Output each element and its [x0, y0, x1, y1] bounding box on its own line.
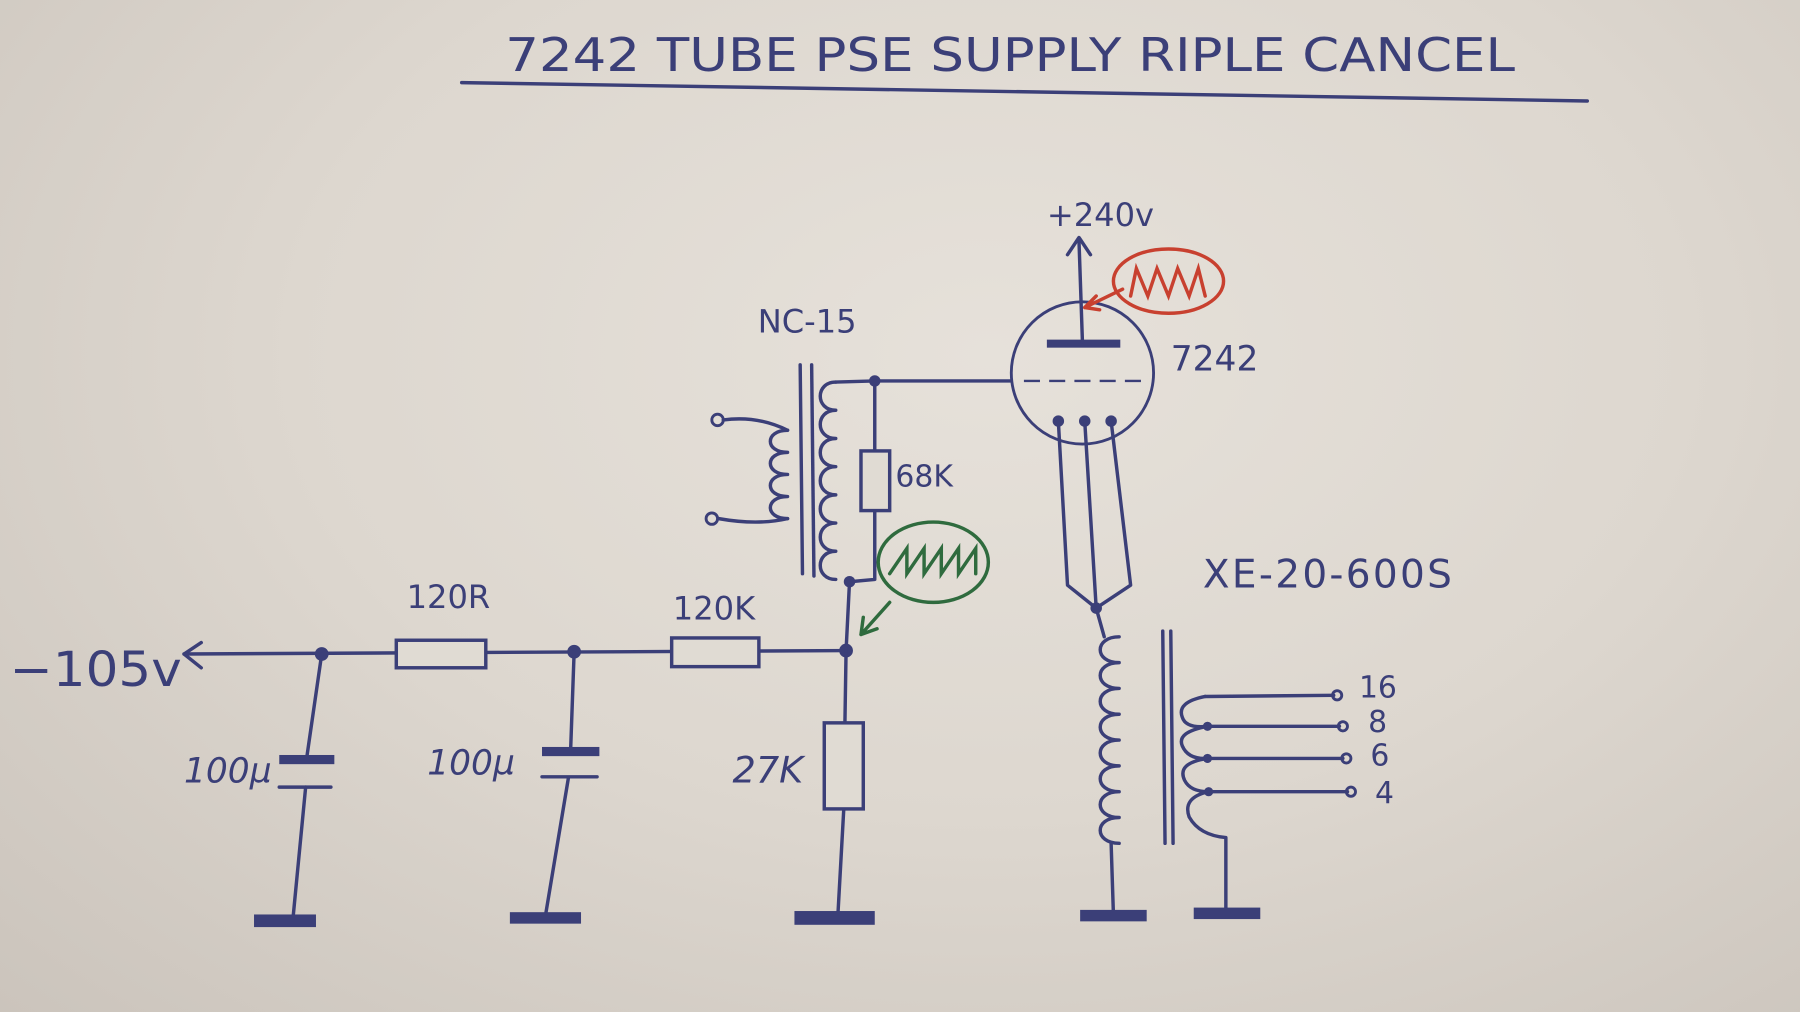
r27k-wire	[836, 648, 848, 914]
tap-label-6: 6	[1370, 738, 1389, 773]
output-primary-wire	[1094, 606, 1116, 917]
resistor-120r-label: 120R	[407, 578, 491, 616]
output-primary-coil	[1098, 635, 1121, 846]
sawtooth-marker-green	[876, 520, 991, 605]
resistor-27k	[822, 721, 866, 811]
junction-node	[1202, 753, 1213, 764]
tube-plate	[1046, 339, 1121, 348]
capacitor-c2-label: 100µ	[427, 743, 515, 783]
tap-label-4: 4	[1375, 776, 1394, 811]
input-transformer-label: NC-15	[758, 303, 857, 341]
primary-leads	[716, 417, 790, 524]
terminal-icon	[710, 412, 725, 428]
ground-symbol	[254, 914, 316, 928]
arrow-icon	[1083, 287, 1125, 312]
tap-wires	[1203, 693, 1350, 794]
schematic-title: 7242 TUBE PSE SUPPLY RIPLE CANCEL	[505, 28, 1515, 82]
grid-wire	[834, 379, 1012, 653]
transformer-core	[798, 363, 805, 576]
tap-label-16: 16	[1359, 671, 1397, 706]
tap-terminal-6	[1340, 752, 1353, 765]
ground-symbol	[509, 912, 582, 924]
resistor-120r	[394, 638, 488, 670]
capacitor-c1-label: 100µ	[184, 752, 272, 792]
capacitor-c2-plate	[542, 746, 600, 757]
junction-node	[1202, 721, 1213, 731]
up-arrow-icon	[1065, 235, 1093, 257]
resistor-120k	[669, 636, 761, 669]
transformer-secondary-coil	[818, 380, 838, 582]
positive-supply-label: +240v	[1047, 196, 1154, 234]
arrow-icon	[859, 600, 892, 637]
junction-node	[843, 575, 856, 588]
output-secondary-coil	[1179, 694, 1228, 914]
sawtooth-wave-icon	[1128, 262, 1207, 301]
transformer-core	[1169, 629, 1175, 846]
negative-supply-label: −105v	[10, 642, 182, 698]
c1-wire	[291, 652, 324, 920]
ground-symbol	[794, 911, 875, 925]
c2-wire	[543, 649, 576, 918]
tube-label: 7242	[1171, 340, 1259, 380]
terminal-icon	[704, 511, 719, 526]
junction-node	[1204, 787, 1214, 797]
transformer-primary-coil	[768, 428, 790, 521]
resistor-68k-label: 68K	[895, 459, 954, 494]
junction-node	[869, 375, 881, 387]
tap-terminal-4	[1344, 785, 1357, 798]
title-underline	[459, 80, 1590, 103]
output-transformer-label: XE-20-600S	[1203, 552, 1454, 597]
tap-label-8: 8	[1368, 705, 1387, 740]
transformer-core	[809, 363, 816, 578]
ground-symbol	[1080, 909, 1147, 922]
resistor-120k-label: 120K	[673, 590, 756, 628]
ground-symbol	[1193, 907, 1261, 920]
resistor-27k-label: 27K	[732, 749, 806, 792]
resistor-68k	[859, 449, 892, 513]
cathode-heater-wires	[1056, 419, 1133, 610]
plate-wire	[1077, 239, 1085, 344]
sawtooth-wave-icon	[887, 542, 978, 580]
capacitor-c1-plate	[279, 754, 335, 765]
transformer-core	[1161, 629, 1167, 846]
sawtooth-marker-red	[1111, 247, 1226, 315]
tap-terminal-8	[1336, 720, 1349, 733]
tap-terminal-16	[1331, 689, 1344, 702]
